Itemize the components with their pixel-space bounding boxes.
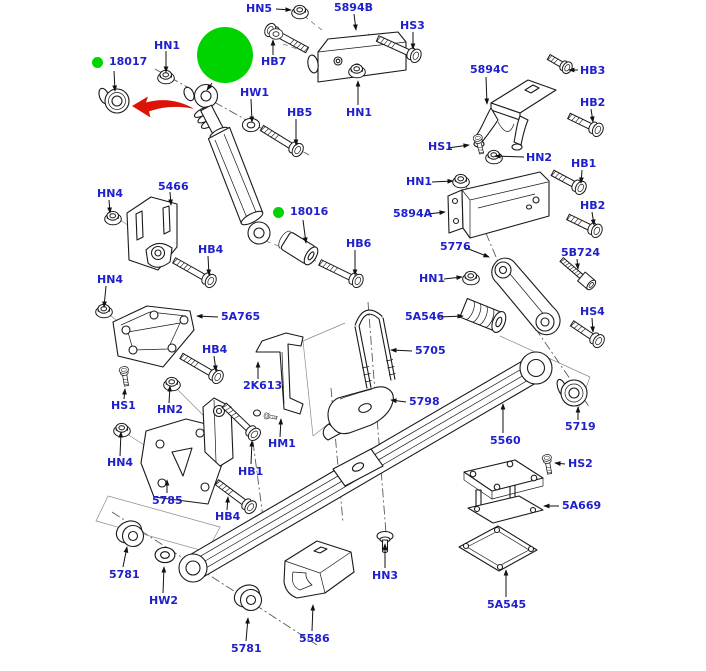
screw-HS1-left <box>118 365 132 387</box>
part-u-bolt-5705 <box>354 309 396 389</box>
bolt-HB3 <box>545 51 575 76</box>
bolt-HB4-b <box>177 349 227 387</box>
part-shackle-5776 <box>491 257 561 336</box>
bolt-HB7 <box>262 21 311 57</box>
fasteners <box>95 4 608 564</box>
bolt-HB4-c <box>212 476 260 517</box>
part-bracket-5A765 <box>112 305 195 368</box>
replacement-arrow-icon <box>132 96 194 118</box>
bolt-HB2-lower <box>564 210 605 240</box>
nut-HN4-c <box>113 422 131 438</box>
part-bushing-5781-lower <box>233 584 263 612</box>
nut-HN2-b <box>163 376 181 392</box>
bolt-HS4 <box>567 317 608 351</box>
part-bracket-5785 <box>140 397 234 505</box>
part-bracket-5894A <box>447 171 550 239</box>
part-bracket-5466 <box>126 196 178 271</box>
part-bracket-5894C <box>473 79 557 151</box>
part-bushing-5781-upper <box>115 520 145 548</box>
part-shock-absorber <box>183 83 271 245</box>
washer-top <box>268 28 284 40</box>
part-spring-seat-5798 <box>322 386 394 441</box>
nut-HN4-a <box>104 210 122 226</box>
bolt-HB6 <box>316 255 366 290</box>
nut-HN5 <box>291 4 309 20</box>
screw-HS2 <box>541 453 555 475</box>
part-bushing-18017 <box>98 87 130 114</box>
leader-lines <box>102 7 596 642</box>
nut-HN1-d <box>462 270 480 286</box>
washer-HW1 <box>241 117 261 133</box>
bolt-HM1 <box>263 412 278 422</box>
part-bracket-2K613 <box>255 332 304 415</box>
part-spacer-5A669 <box>463 459 544 524</box>
nut-HN2-a <box>485 149 503 165</box>
part-clamp-plate <box>332 448 384 487</box>
highlight-annotations <box>132 27 253 118</box>
nut-HN1-a <box>157 69 175 85</box>
part-bushing-5719 <box>556 378 588 407</box>
bolt-HB2-upper <box>565 109 606 139</box>
part-plate-5A545 <box>458 525 538 572</box>
part-bump-stop-5586 <box>283 540 355 599</box>
highlight-circle <box>197 27 253 83</box>
part-bushing-18016 <box>278 230 319 266</box>
bolt-HB4-a <box>170 253 220 291</box>
washer-HW2 <box>154 546 176 564</box>
part-roller-5A546 <box>459 297 507 333</box>
bolt-HB5 <box>257 121 307 160</box>
bolt-HB1-right <box>548 166 589 197</box>
nut-HN1-c <box>452 173 470 189</box>
